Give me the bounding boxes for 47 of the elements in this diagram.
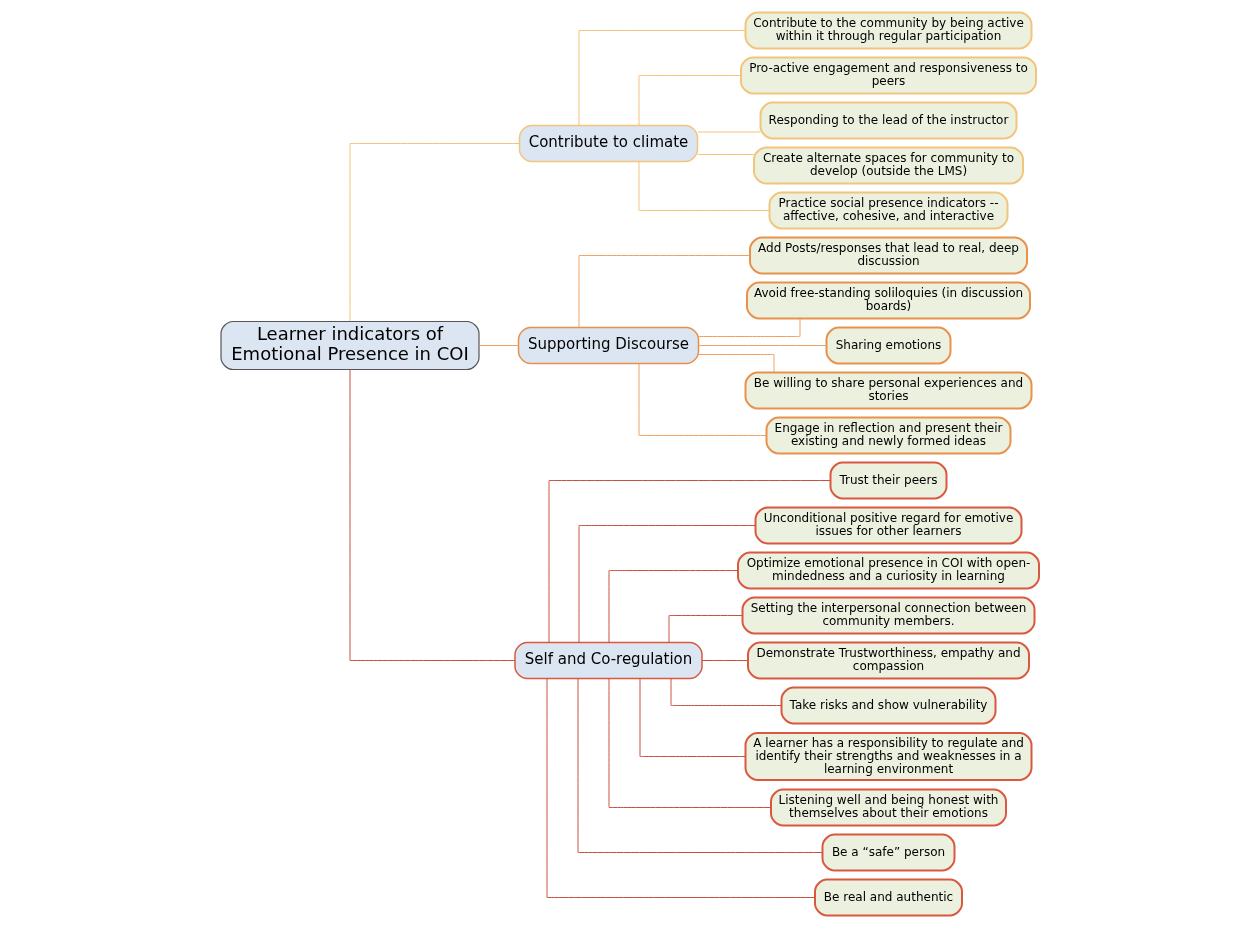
node-box: Learner indicators of Emotional Presence in COI [219, 320, 480, 371]
node-box: Be a “safe” person [821, 833, 955, 872]
connector [670, 678, 782, 706]
connector [696, 131, 761, 133]
connector [577, 678, 823, 853]
node-box: Demonstrate Trustworthiness, empathy and compassion [746, 641, 1030, 680]
connector [639, 678, 746, 757]
node-box: Supporting Discourse [517, 326, 699, 365]
node-box: Self and Co-regulation [513, 641, 703, 680]
connector [696, 154, 754, 155]
node-box: Engage in reflection and present their existing and newly formed ideas [765, 416, 1011, 455]
node-box: Contribute to climate [518, 124, 698, 163]
node-box: A learner has a responsibility to regulate and identify their strengths and weaknesses in a learning environment [744, 732, 1032, 781]
node-box: Responding to the lead of the instructor [759, 101, 1017, 140]
connector [697, 345, 827, 346]
connector [608, 678, 771, 808]
connector [548, 480, 831, 643]
connector [578, 30, 746, 126]
connector [349, 369, 515, 661]
connector [578, 525, 756, 643]
node-box: Listening well and being honest with themselves about their emotions [769, 788, 1007, 827]
connector [697, 354, 774, 373]
connector [578, 255, 750, 328]
connector [638, 161, 770, 211]
connector [668, 615, 743, 643]
node-box: Add Posts/responses that lead to real, deep discussion [748, 236, 1028, 275]
node-box: Optimize emotional presence in COI with open-mindedness and a curiosity in learning [736, 551, 1040, 590]
connector [546, 678, 815, 898]
node-box: Contribute to the community by being active within it through regular participation [744, 11, 1032, 50]
node-box: Be real and authentic [813, 878, 963, 917]
connector [478, 345, 519, 346]
node-box: Sharing emotions [825, 326, 951, 365]
node-box: Be willing to share personal experiences and stories [744, 371, 1032, 410]
node-box: Create alternate spaces for community to develop (outside the LMS) [752, 146, 1024, 185]
node-box: Unconditional positive regard for emotive issues for other learners [754, 506, 1022, 545]
node-box: Setting the interpersonal connection between community members. [741, 596, 1035, 635]
connector [697, 318, 800, 337]
node-box: Avoid free-standing soliloquies (in discussion boards) [745, 281, 1031, 320]
node-box: Trust their peers [829, 461, 947, 500]
connector [701, 660, 748, 661]
node-box: Pro-active engagement and responsiveness to peers [739, 56, 1037, 95]
connector [638, 363, 767, 436]
node-box: Practice social presence indicators -- affective, cohesive, and interactive [768, 191, 1008, 230]
connector [608, 570, 738, 643]
connector [349, 143, 520, 322]
node-box: Take risks and show vulnerability [780, 686, 996, 725]
connector [638, 75, 741, 126]
